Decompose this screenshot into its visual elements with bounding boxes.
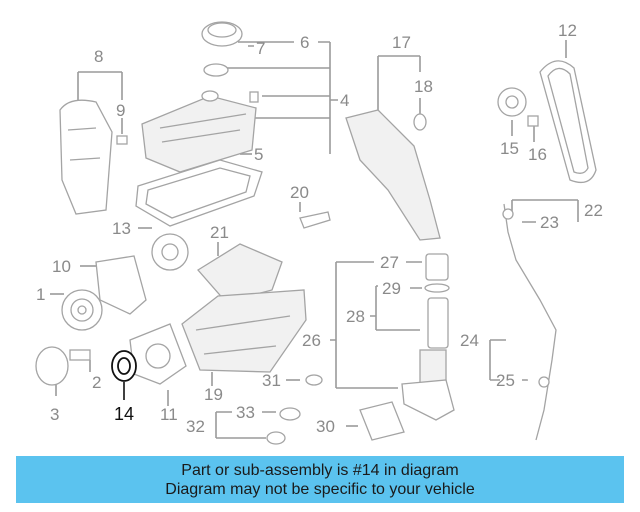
- part-o-ring-31: [305, 374, 323, 386]
- callout-24: 24: [460, 331, 479, 350]
- part-oil-filter-cap: [424, 253, 450, 349]
- part-crank-sprocket-14[interactable]: [111, 350, 137, 400]
- leader-lines: [50, 40, 579, 439]
- part-timing-belt: [539, 60, 597, 184]
- callout-29: 29: [382, 279, 401, 298]
- part-cover-disc-3: [35, 346, 69, 386]
- callout-23: 23: [540, 213, 559, 232]
- part-bolt-9: [116, 135, 128, 145]
- callout-22: 22: [584, 201, 603, 220]
- part-seal-33: [266, 407, 301, 445]
- part-timing-cover-upper: [59, 99, 113, 215]
- part-sensor-20: [299, 211, 331, 229]
- part-valve-cover: [141, 90, 259, 173]
- callout-10: 10: [52, 257, 71, 276]
- callout-19: 19: [204, 385, 223, 404]
- part-oil-cooler: [359, 401, 405, 441]
- callout-8: 8: [94, 47, 103, 66]
- callout-5: 5: [254, 145, 263, 164]
- callout-11: 11: [160, 405, 178, 424]
- callout-13: 13: [112, 219, 131, 238]
- callout-15: 15: [500, 139, 519, 158]
- callout-26: 26: [302, 331, 321, 350]
- part-oil-filter-housing: [401, 349, 455, 421]
- part-oil-filler-cap: [201, 21, 243, 77]
- callout-27: 27: [380, 253, 399, 272]
- info-banner: Part or sub-assembly is #14 in diagram D…: [16, 456, 624, 503]
- callout-7: 7: [256, 39, 265, 58]
- callout-20: 20: [290, 183, 309, 202]
- callout-9: 9: [116, 101, 125, 120]
- callout-6: 6: [300, 33, 309, 52]
- callout-21: 21: [210, 223, 229, 242]
- callout-33: 33: [236, 403, 255, 422]
- callout-16: 16: [528, 145, 547, 164]
- callout-3: 3: [50, 405, 59, 424]
- callout-labels: 6 7 8 9 4 5 17 18 12 15 16 20 22 23 13 2…: [36, 21, 603, 436]
- part-seal-housing: [129, 323, 187, 385]
- callout-18: 18: [414, 77, 433, 96]
- callout-25: 25: [496, 371, 515, 390]
- callout-32: 32: [186, 417, 205, 436]
- part-oil-pan: [181, 289, 307, 373]
- exploded-view-svg: 6 7 8 9 4 5 17 18 12 15 16 20 22 23 13 2…: [35, 21, 603, 445]
- part-timing-cover-rear: [345, 109, 441, 241]
- callout-28: 28: [346, 307, 365, 326]
- part-dipstick-tube: [502, 203, 557, 441]
- banner-line-2: Diagram may not be specific to your vehi…: [165, 480, 475, 498]
- parts-diagram: 6 7 8 9 4 5 17 18 12 15 16 20 22 23 13 2…: [35, 21, 603, 445]
- part-front-cover: [95, 255, 147, 315]
- part-valve-cover-gasket: [135, 159, 263, 227]
- callout-14-highlighted: 14: [114, 404, 134, 424]
- part-tensioner: [497, 87, 539, 127]
- part-bolt-2: [69, 349, 91, 361]
- callout-12: 12: [558, 21, 577, 40]
- callout-17: 17: [392, 33, 411, 52]
- part-crank-pulley: [61, 289, 103, 331]
- callout-2: 2: [92, 373, 101, 392]
- banner-line-1: Part or sub-assembly is #14 in diagram: [181, 461, 459, 479]
- callout-31: 31: [262, 371, 281, 390]
- callout-30: 30: [316, 417, 335, 436]
- callout-1: 1: [36, 285, 45, 304]
- part-cam-sprocket: [151, 233, 189, 271]
- callout-4: 4: [340, 91, 349, 110]
